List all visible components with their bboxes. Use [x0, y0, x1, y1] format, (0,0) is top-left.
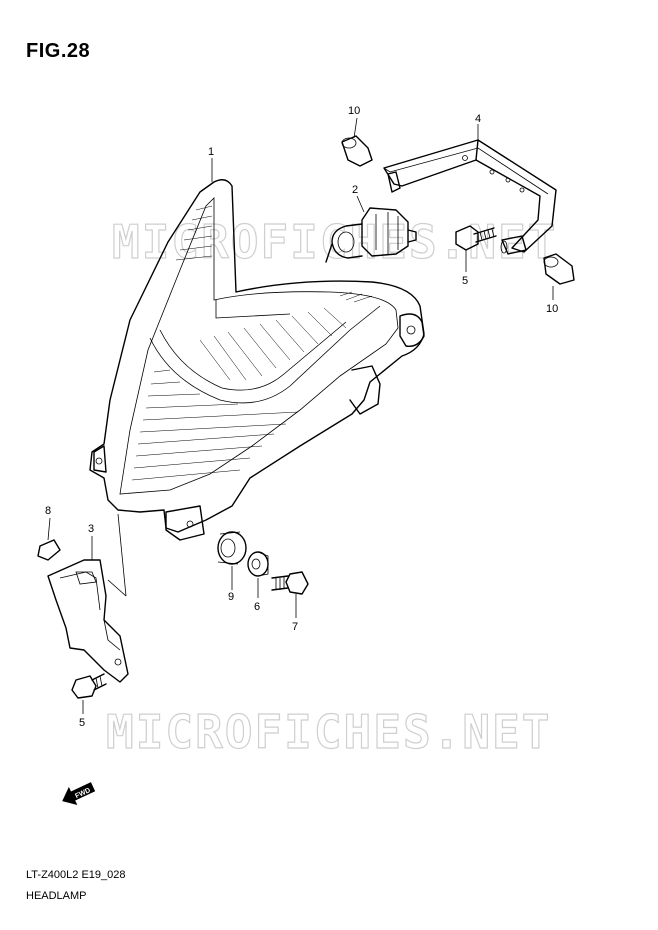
- callout-8: 8: [45, 505, 51, 517]
- watermark-top: MICROFICHES.NET: [112, 215, 557, 269]
- figure-code: LT-Z400L2 E19_028: [26, 869, 126, 881]
- grommet-upper: [341, 135, 373, 167]
- bolt-side: [71, 673, 107, 699]
- callout-1: 1: [208, 146, 214, 158]
- rubber-grommet: [217, 531, 247, 565]
- clip-nut: [37, 539, 61, 561]
- bolt-lower: [271, 571, 309, 595]
- watermark-bottom: MICROFICHES.NET: [106, 705, 551, 759]
- callout-5-upper: 5: [462, 275, 468, 287]
- callout-7: 7: [292, 621, 298, 633]
- collar: [247, 551, 269, 577]
- callout-6: 6: [254, 601, 260, 613]
- grommet-lower: [543, 253, 575, 285]
- headlamp-bulb: [325, 207, 417, 263]
- figure-title: FIG.28: [26, 40, 91, 62]
- callout-4: 4: [475, 113, 481, 125]
- headlamp-housing: [89, 179, 425, 541]
- figure-name: HEADLAMP: [26, 890, 87, 902]
- callout-10-upper: 10: [348, 105, 360, 117]
- fwd-arrow-icon: FWD: [62, 782, 96, 806]
- leader-lines: [47, 117, 554, 714]
- mounting-bracket: [383, 139, 557, 255]
- side-bracket: [47, 559, 129, 683]
- callout-9: 9: [228, 591, 234, 603]
- callout-5-lower: 5: [79, 717, 85, 729]
- bolt-upper: [455, 225, 497, 251]
- callout-2: 2: [352, 184, 358, 196]
- callout-10-lower: 10: [546, 303, 558, 315]
- callout-3: 3: [88, 523, 94, 535]
